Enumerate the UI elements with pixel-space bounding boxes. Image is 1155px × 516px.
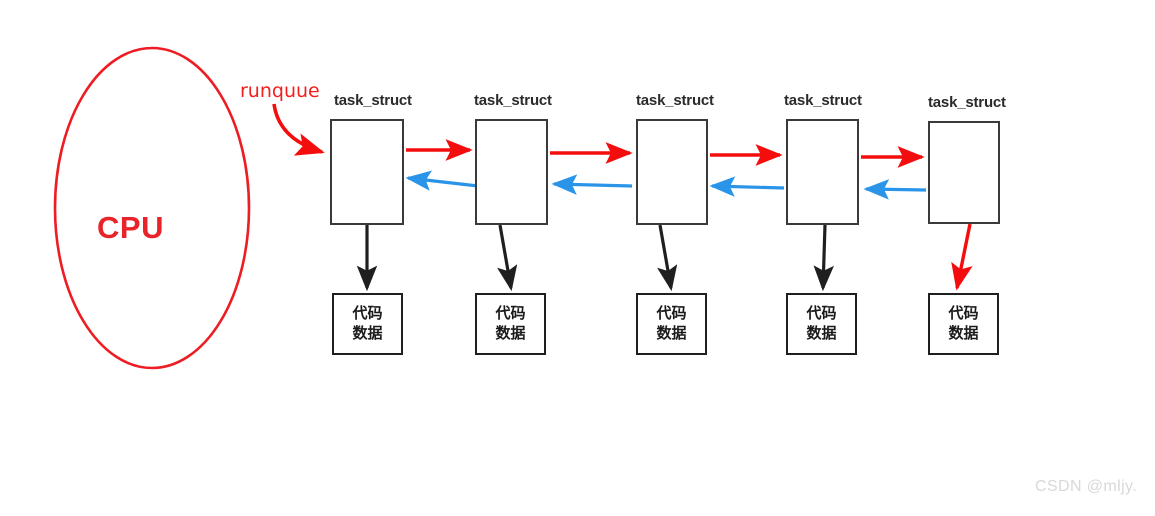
back-arrow-2 (551, 174, 633, 195)
task-struct-label-3: task_struct (636, 92, 714, 109)
code-data-line1: 代码 (656, 304, 687, 323)
code-data-line2: 数据 (495, 324, 526, 342)
cpu-label: CPU (97, 210, 164, 245)
task-struct-label-5: task_struct (928, 94, 1006, 111)
code-data-line1: 代码 (352, 304, 383, 323)
task-struct-label-2: task_struct (474, 92, 552, 109)
task-struct-box-1[interactable] (330, 119, 404, 225)
code-data-box-3[interactable]: 代码 数据 (636, 293, 707, 355)
back-arrow-1 (405, 170, 479, 191)
task-struct-label-1: task_struct (334, 92, 412, 109)
runqueue-arrow (272, 103, 325, 156)
task-struct-box-5[interactable] (928, 121, 1000, 224)
child-arrow-5 (951, 223, 973, 291)
cpu-ellipse (53, 46, 251, 370)
task-struct-box-4[interactable] (786, 119, 859, 225)
back-arrow-4 (863, 179, 927, 200)
code-data-line1: 代码 (495, 304, 526, 323)
code-data-line2: 数据 (352, 324, 383, 342)
child-arrow-3 (657, 224, 678, 292)
code-data-line2: 数据 (948, 324, 979, 342)
csdn-watermark: CSDN @mljy. (1035, 478, 1138, 495)
task-struct-box-3[interactable] (636, 119, 708, 225)
back-arrow-3 (709, 176, 785, 197)
code-data-line1: 代码 (948, 304, 979, 323)
runqueue-label: runquue (240, 80, 320, 102)
code-data-box-2[interactable]: 代码 数据 (475, 293, 546, 355)
code-data-box-4[interactable]: 代码 数据 (786, 293, 857, 355)
code-data-line2: 数据 (806, 324, 837, 342)
task-struct-label-4: task_struct (784, 92, 862, 109)
code-data-box-1[interactable]: 代码 数据 (332, 293, 403, 355)
code-data-line2: 数据 (656, 324, 687, 342)
child-arrow-4 (813, 224, 834, 292)
code-data-line1: 代码 (806, 304, 837, 323)
code-data-box-5[interactable]: 代码 数据 (928, 293, 999, 355)
child-arrow-2 (497, 224, 518, 292)
task-struct-box-2[interactable] (475, 119, 548, 225)
